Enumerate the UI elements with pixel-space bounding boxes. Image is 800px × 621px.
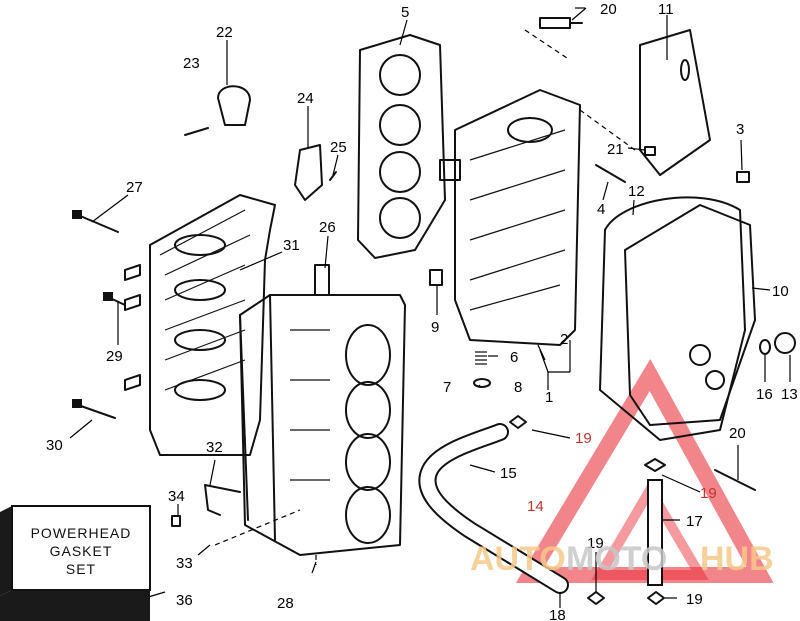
leader-lines xyxy=(69,7,791,608)
callout-36: 36 xyxy=(176,592,193,609)
callout-9: 9 xyxy=(431,319,439,336)
callout-6: 6 xyxy=(510,349,518,366)
callout-21: 21 xyxy=(607,141,624,158)
hose-15 xyxy=(418,423,569,594)
callout-28: 27 xyxy=(126,179,143,196)
callout-19-a: 19 xyxy=(575,430,592,447)
watermark-hub: HUB xyxy=(700,540,774,578)
callout-3: 3 xyxy=(736,121,744,138)
callout-23: 22 xyxy=(216,24,233,41)
hose-clamp-19-d xyxy=(647,591,665,605)
callout-18: 18 xyxy=(549,607,566,621)
callout-14: 14 xyxy=(527,498,544,515)
callout-4: 4 xyxy=(597,201,605,218)
bolt-28 xyxy=(72,210,119,233)
watermark-text: AUTO MOTO HUB xyxy=(470,540,774,578)
hose-clamp-19-b xyxy=(644,458,666,472)
callout-22: 20 xyxy=(600,1,617,18)
callout-35: 34 xyxy=(168,488,185,505)
callout-20: 20 xyxy=(729,425,746,442)
cylinder-block xyxy=(239,264,406,556)
callout-1: 1 xyxy=(545,389,553,406)
part-25-cam xyxy=(294,144,323,201)
watermark-moto: MOTO xyxy=(566,540,667,578)
gasket-box-line3: SET xyxy=(66,561,96,577)
part-33-linkage xyxy=(204,484,241,516)
part-4-bolt xyxy=(595,164,626,183)
callout-labels: 20 11 5 22 23 24 3 21 25 27 12 4 26 31 1… xyxy=(46,1,798,621)
part-3-plug xyxy=(736,171,750,183)
part-16-oring xyxy=(759,339,771,355)
callout-12: 12 xyxy=(628,183,645,200)
callout-19-d: 19 xyxy=(686,591,703,608)
hose-clamp-19-a xyxy=(509,415,527,429)
part-20-bolt xyxy=(714,469,756,491)
part-35-screw xyxy=(171,515,181,527)
callout-2: 2 xyxy=(560,331,568,348)
head-gasket xyxy=(357,34,446,259)
callout-34: 33 xyxy=(176,555,193,572)
crankcase-cover xyxy=(124,194,276,456)
callout-17: 17 xyxy=(686,513,703,530)
callout-25: 24 xyxy=(297,90,314,107)
part-22-sensor xyxy=(539,17,583,29)
callout-8: 8 xyxy=(514,379,522,396)
callout-11: 11 xyxy=(658,1,674,18)
cylinder-head xyxy=(439,89,581,346)
callout-30: 29 xyxy=(106,348,123,365)
part-9-plug xyxy=(429,269,443,286)
hose-clamp-19-c xyxy=(587,591,605,605)
bolt-30 xyxy=(103,292,126,306)
part-6-spring xyxy=(475,351,487,365)
callout-32: 31 xyxy=(283,237,300,254)
callout-27: 26 xyxy=(319,219,336,236)
callout-16: 16 xyxy=(756,386,773,403)
exhaust-cover-plate xyxy=(639,29,711,176)
hose-17 xyxy=(647,479,663,586)
bolt-31 xyxy=(72,399,116,419)
watermark-auto: AUTO xyxy=(470,540,566,578)
callout-19-b: 19 xyxy=(700,485,717,502)
part-13-cap xyxy=(774,332,796,354)
part-8-washer xyxy=(473,378,491,388)
callout-33: 32 xyxy=(206,439,223,456)
part-24-bolt xyxy=(184,127,209,136)
callout-31: 30 xyxy=(46,437,63,454)
callout-7: 7 xyxy=(443,379,451,396)
gasket-box-line1: POWERHEAD xyxy=(31,525,132,541)
part-21-screw xyxy=(644,146,656,156)
part-23-bracket xyxy=(217,85,251,126)
callout-5: 5 xyxy=(401,4,409,21)
callout-26: 25 xyxy=(330,139,347,156)
callout-24: 23 xyxy=(183,55,200,72)
callout-19-c: 19 xyxy=(587,535,604,552)
callout-10: 10 xyxy=(772,283,789,300)
callout-13: 13 xyxy=(781,386,798,403)
callout-15: 15 xyxy=(500,465,517,482)
powerhead-gasket-set-box: POWERHEAD GASKET SET xyxy=(0,505,151,621)
part-26-screw xyxy=(329,171,337,181)
exhaust-manifold xyxy=(624,204,756,426)
callout-29: 28 xyxy=(277,595,294,612)
gasket-box-line2: GASKET xyxy=(50,543,113,559)
